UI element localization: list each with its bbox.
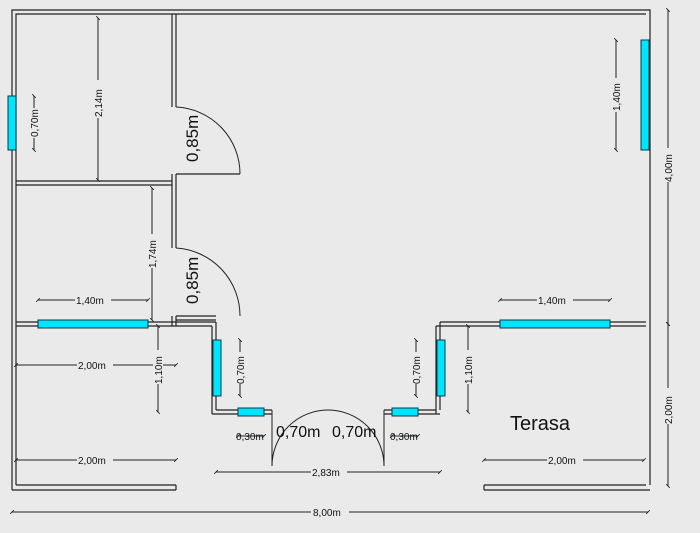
doors [175, 106, 385, 467]
label-total-width: 8,00m [313, 508, 341, 519]
label-left-window-height: 0,70m [30, 109, 41, 137]
label-middle-room-depth: 1,74m [148, 240, 159, 268]
window-mid-left [37, 319, 149, 329]
walls [11, 9, 651, 491]
door-upper-swing [175, 106, 241, 175]
label-entry-door-left: 0,70m [276, 424, 320, 441]
window-left-wall [7, 95, 17, 151]
label-left-bottom-width: 2,00m [78, 456, 106, 467]
window-mid-right [499, 319, 611, 329]
window-tiny-right [391, 407, 419, 417]
window-porch-right [436, 339, 446, 397]
window-porch-left [212, 339, 222, 397]
door-lower-swing [175, 247, 241, 317]
window-right-wall [640, 39, 650, 151]
label-left-window-width: 1,40m [76, 296, 104, 307]
label-door-upper: 0,85m [183, 115, 202, 162]
entry-door-right-swing [327, 409, 385, 467]
label-right-window-width: 1,40m [538, 296, 566, 307]
label-left-porch-depth: 1,10m [154, 356, 165, 384]
window-tiny-left [237, 407, 265, 417]
label-left-room-depth: 2,14m [94, 89, 105, 117]
windows [7, 39, 650, 417]
label-small-window-right: 0,70m [412, 356, 423, 384]
label-tiny-window-right: 0,30m [390, 432, 418, 443]
dimension-labels: 0,70m 2,14m 0,85m 0,85m 1,74m 1,40m 1,40… [29, 78, 675, 519]
room-label-terrace: Terasa [510, 413, 571, 435]
label-entry-door-right: 0,70m [332, 424, 376, 441]
label-right-porch-depth: 1,10m [464, 356, 475, 384]
label-left-porch-width: 2,00m [78, 361, 106, 372]
label-right-bottom-width: 2,00m [548, 456, 576, 467]
label-right-porch-height: 2,00m [664, 396, 675, 424]
label-right-depth: 4,00m [664, 154, 675, 182]
label-door-lower: 0,85m [183, 257, 202, 304]
label-right-window-height: 1,40m [612, 83, 623, 111]
label-small-window-left: 0,70m [236, 356, 247, 384]
label-entry-width: 2,83m [312, 468, 340, 479]
label-tiny-window-left: 0,30m [236, 432, 264, 443]
entry-door-left-swing [271, 409, 329, 467]
